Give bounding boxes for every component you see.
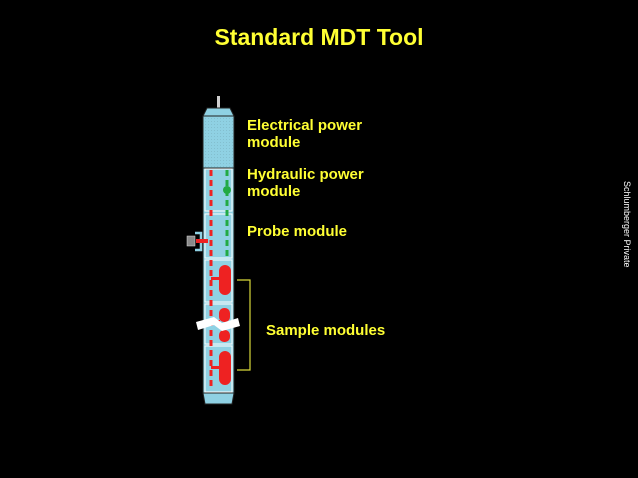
probe-pad: [186, 235, 196, 247]
electrical-power-label: Electrical power module: [247, 117, 387, 151]
break-symbol: [196, 317, 240, 331]
electrical-power-module: [202, 115, 235, 169]
electrical-power-label-line: Electrical power module: [247, 117, 363, 151]
hydraulic-power-label: Hydraulic power module: [247, 166, 387, 200]
sample-bottle: [211, 265, 231, 295]
hydraulic-power-module: [204, 168, 233, 212]
sample-module-3: [204, 345, 233, 393]
slide-title: Standard MDT Tool: [214, 24, 424, 50]
tool-top-cap: [202, 107, 235, 117]
watermark: Schlumberger Private: [622, 180, 632, 268]
probe-connection: [196, 239, 208, 243]
tool-bottom-cap: [202, 392, 235, 405]
hydraulic-power-label-line: Hydraulic power module: [247, 166, 364, 200]
probe-module-label: Probe module: [247, 223, 348, 240]
top-connector: [217, 96, 220, 108]
hydraulic-pump: [223, 186, 231, 194]
sample-bracket: [237, 279, 251, 371]
sample-module-1: [204, 259, 233, 303]
sample-modules-label: Sample modules: [266, 322, 386, 339]
sample-bottle: [211, 351, 231, 385]
probe-module: [204, 213, 233, 259]
